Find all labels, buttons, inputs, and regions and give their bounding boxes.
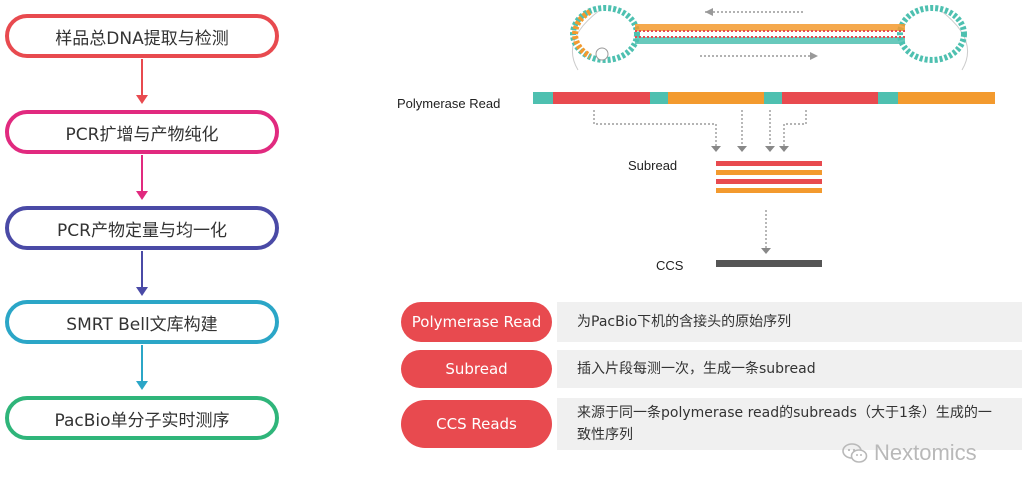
polymerase-read-label: Polymerase Read <box>397 96 501 111</box>
term-label: Polymerase Read <box>411 313 542 331</box>
subread-label: Subread <box>628 158 678 173</box>
subread-bar <box>716 170 822 175</box>
step-smrtbell-library: SMRT Bell文库构建 <box>5 300 279 344</box>
term-pill: CCS Reads <box>401 400 552 448</box>
step-label: SMRT Bell文库构建 <box>66 314 218 335</box>
adapter-segment <box>764 92 782 104</box>
adapter-segment <box>878 92 898 104</box>
subread-bar <box>716 188 822 193</box>
definition-desc: 为PacBio下机的含接头的原始序列 <box>577 314 792 330</box>
subread-bar <box>716 161 822 166</box>
definition-row: 来源于同一条polymerase read的subreads（大于1条）生成的一… <box>557 398 1022 450</box>
term-pill: Polymerase Read <box>401 302 552 342</box>
definition-desc: 插入片段每测一次，生成一条subread <box>577 361 816 377</box>
term-label: CCS Reads <box>436 415 517 433</box>
watermark: Nextomics <box>842 440 977 466</box>
insert-segment <box>898 92 995 104</box>
arrow-2 <box>136 155 148 200</box>
step-label: 样品总DNA提取与检测 <box>55 28 229 49</box>
subread-connectors <box>593 110 807 254</box>
insert-segment <box>782 92 878 104</box>
watermark-text: Nextomics <box>874 440 977 465</box>
definition-desc: 来源于同一条polymerase read的subreads（大于1条）生成的一… <box>577 405 992 443</box>
arrow-1 <box>136 59 148 104</box>
step-pacbio-sequencing: PacBio单分子实时测序 <box>5 396 279 440</box>
adapter-segment <box>650 92 668 104</box>
subread-bar <box>716 179 822 184</box>
step-pcr-quantification: PCR产物定量与均一化 <box>5 206 279 250</box>
step-label: PacBio单分子实时测序 <box>54 410 230 431</box>
wechat-icon <box>842 443 868 463</box>
term-label: Subread <box>445 360 508 378</box>
definition-row: 插入片段每测一次，生成一条subread <box>557 350 1022 388</box>
ccs-bar <box>716 260 822 267</box>
smrtbell-illustration <box>570 5 969 71</box>
ccs-label: CCS <box>656 258 684 273</box>
step-pcr-amplification: PCR扩增与产物纯化 <box>5 110 279 154</box>
step-dna-extraction: 样品总DNA提取与检测 <box>5 14 279 58</box>
arrow-4 <box>136 345 148 390</box>
arrow-3 <box>136 251 148 296</box>
insert-segment <box>668 92 764 104</box>
step-label: PCR扩增与产物纯化 <box>65 124 219 145</box>
step-label: PCR产物定量与均一化 <box>57 220 227 241</box>
definition-row: 为PacBio下机的含接头的原始序列 <box>557 302 1022 342</box>
adapter-segment <box>533 92 553 104</box>
insert-segment <box>553 92 650 104</box>
term-pill: Subread <box>401 350 552 388</box>
